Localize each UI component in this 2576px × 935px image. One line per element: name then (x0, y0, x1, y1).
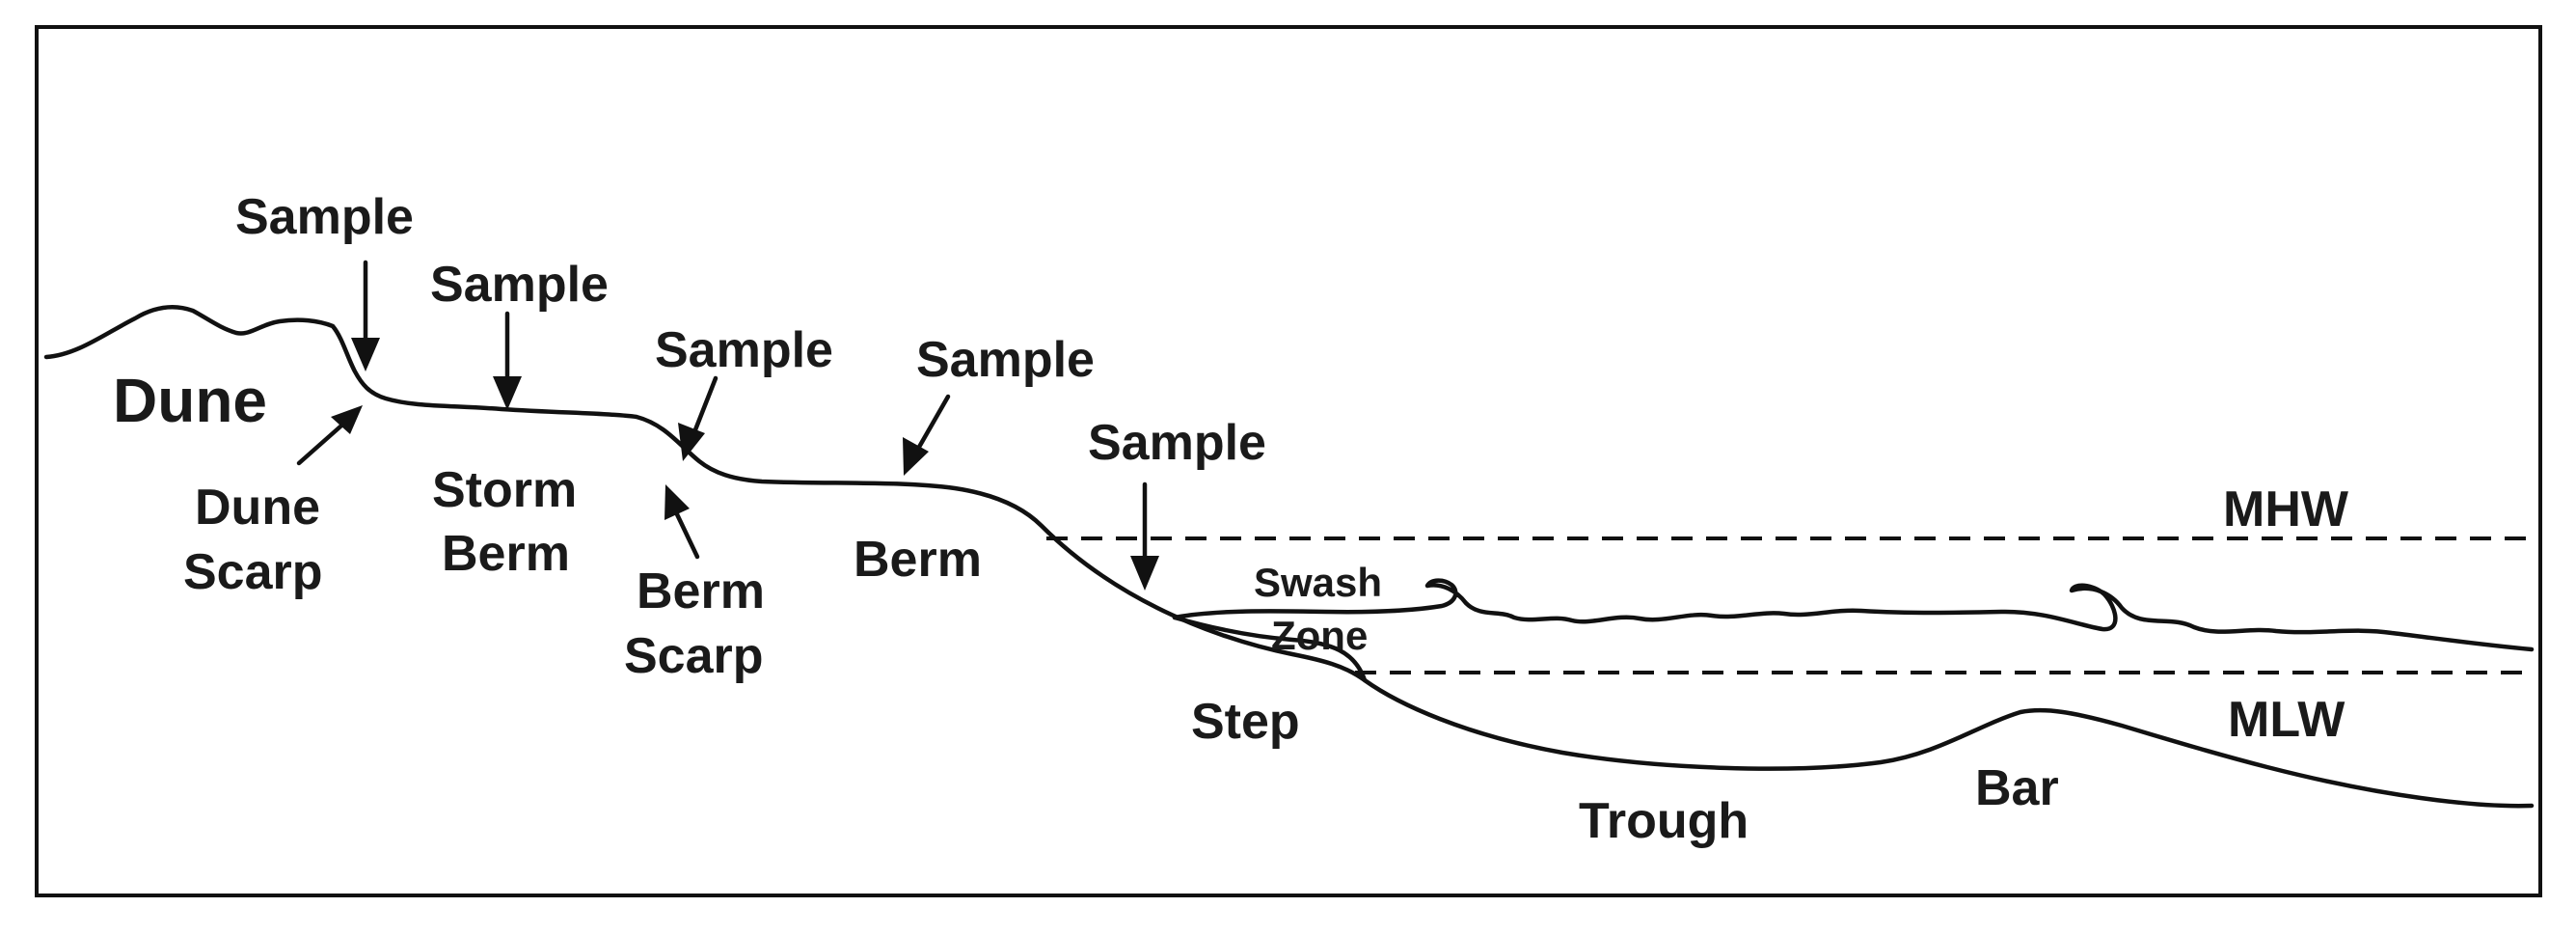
storm-berm-label-line1: Storm (432, 462, 577, 518)
berm-label: Berm (854, 532, 982, 588)
mlw-label: MLW (2228, 692, 2346, 748)
sample-label-2: Sample (430, 257, 609, 313)
bar-label: Bar (1975, 760, 2059, 816)
swash-zone-label-line2: Zone (1271, 613, 1368, 658)
swash-zone-label-line1: Swash (1254, 560, 1382, 605)
sample-label-5: Sample (1088, 415, 1266, 471)
sample-arrow-5 (1130, 481, 1159, 591)
mhw-label: MHW (2223, 481, 2349, 537)
swash-zone-lower-line (1172, 615, 1368, 683)
dune-scarp-label-line1: Dune (195, 480, 320, 536)
beach-profile-line (43, 305, 2535, 809)
swash-water-line (1172, 578, 2535, 652)
sample-arrow-1 (351, 260, 380, 371)
berm-scarp-arrow (664, 484, 700, 560)
dune-scarp-label-line2: Scarp (183, 544, 323, 600)
step-label: Step (1191, 694, 1300, 750)
berm-scarp-label-line2: Scarp (624, 628, 764, 684)
trough-label: Trough (1579, 793, 1749, 849)
berm-scarp-label-line1: Berm (637, 564, 765, 619)
sample-arrow-4 (903, 394, 951, 476)
sample-label-3: Sample (655, 322, 833, 378)
sample-label-1: Sample (235, 189, 414, 245)
sample-arrow-2 (493, 311, 522, 410)
storm-berm-label-line2: Berm (442, 526, 570, 582)
sample-arrow-3 (678, 375, 719, 461)
dune-label: Dune (113, 366, 267, 435)
sample-label-4: Sample (916, 332, 1095, 388)
diagram-frame (35, 25, 2542, 897)
dune-scarp-arrow (296, 405, 363, 466)
